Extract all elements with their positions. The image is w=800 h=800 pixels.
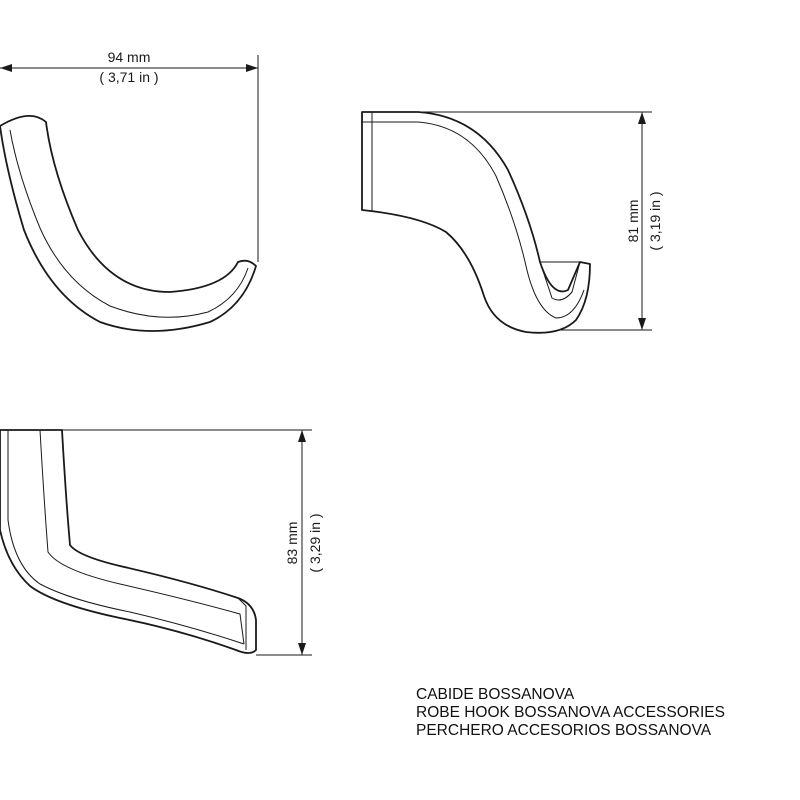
side-height-arrow-bottom <box>638 318 646 330</box>
front-height-arrow-top <box>298 430 306 442</box>
top-view-hook: 94 mm ( 3,71 in ) <box>0 49 259 332</box>
side-view-lip <box>539 261 581 301</box>
width-arrow-right <box>246 64 258 72</box>
caption-line-spanish: PERCHERO ACCESORIOS BOSSANOVA <box>416 722 712 739</box>
front-view-end-face <box>237 597 247 650</box>
front-height-in-label: ( 3,29 in ) <box>307 513 323 572</box>
width-arrow-left <box>0 64 12 72</box>
front-view-inner-line-2 <box>39 429 245 645</box>
caption-line-english: ROBE HOOK BOSSANOVA ACCESSORIES <box>416 704 725 721</box>
front-view-inner-line-1 <box>7 430 245 645</box>
front-view-outline <box>0 429 257 654</box>
side-height-arrow-top <box>638 112 646 124</box>
caption-line-portuguese: CABIDE BOSSANOVA <box>416 686 575 703</box>
width-in-label: ( 3,71 in ) <box>99 69 158 85</box>
front-height-arrow-bottom <box>298 643 306 655</box>
side-height-in-label: ( 3,19 in ) <box>647 191 663 250</box>
top-view-outline <box>0 115 257 332</box>
side-view-hook: 81 mm ( 3,19 in ) <box>361 111 663 334</box>
width-mm-label: 94 mm <box>108 49 151 65</box>
front-view-hook: 83 mm ( 3,29 in ) <box>0 429 323 656</box>
top-view-inner-line <box>9 129 249 318</box>
side-view-outline <box>361 111 591 334</box>
product-caption: CABIDE BOSSANOVA ROBE HOOK BOSSANOVA ACC… <box>416 686 800 740</box>
side-height-mm-label: 81 mm <box>625 200 641 243</box>
side-view-inner-line-1 <box>362 121 585 319</box>
front-height-mm-label: 83 mm <box>284 522 300 565</box>
